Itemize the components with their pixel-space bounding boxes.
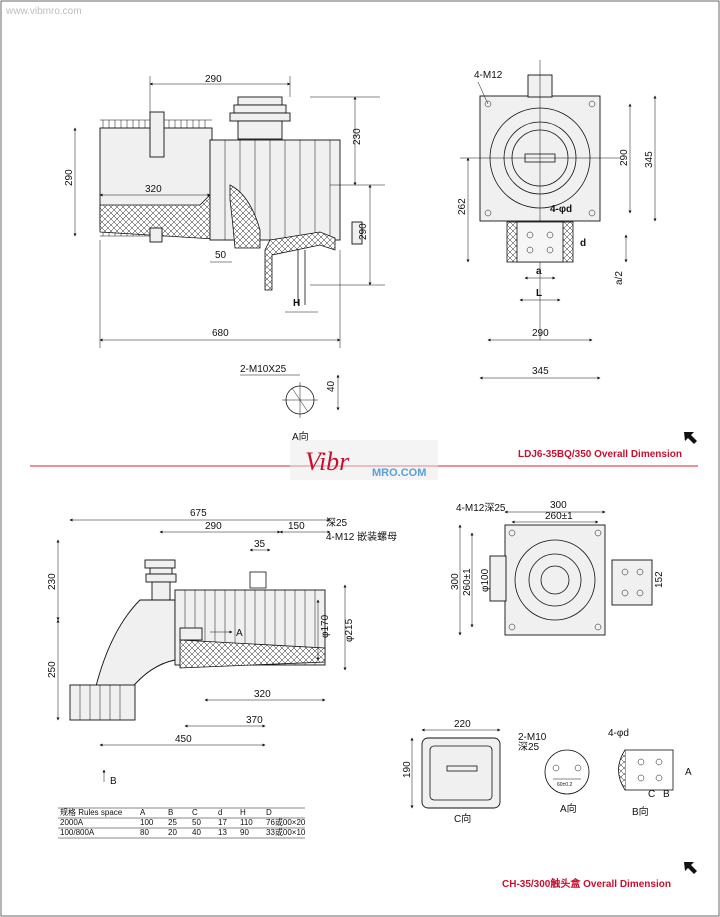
dim-150: 150 [288,521,305,532]
bend-300: 300 [550,500,567,511]
end-dim-262: 262 [457,198,468,215]
dim-H: H [293,298,300,309]
bend-300v: 300 [450,573,461,590]
table-cell: 80 [140,828,149,837]
table-header-cell: D [266,808,272,817]
table-cell: 76或00×20 [266,817,306,827]
bview-label: B向 [632,805,649,818]
top-side-view: 290 230 290 290 320 50 H 680 [64,74,385,348]
dim-320-bottom: 320 [254,689,271,700]
dim-phi215: φ215 [344,618,355,642]
detail-m10x25: 2-M10X25 [240,364,287,375]
dim-290-top: 290 [205,74,222,85]
watermark-url: www.vibmro.com [5,6,82,17]
table-cell: 100 [140,818,154,827]
table-header-cell: d [218,808,222,817]
bend-260: 260±1 [545,511,573,522]
dim-320: 320 [145,184,162,195]
end-a: a [536,266,542,277]
dim-230: 230 [352,128,363,145]
arrow-icon [684,432,697,444]
dim-B: B [110,776,117,787]
dim-m12-nut: 4-M12 嵌装螺母 [326,530,397,543]
dim-290-bottom: 290 [205,521,222,532]
bview-B: B [663,789,670,800]
table-cell: 13 [218,828,227,837]
top-detail-a: 2-M10X25 40 A向 [240,364,340,443]
bend-m12: 4-M12深25 [456,502,506,514]
table-cell: 90 [240,828,249,837]
dim-deep25: 深25 [326,517,348,529]
end-dim-290h: 290 [532,328,549,339]
end-m12: 4-M12 [474,70,503,81]
bend-152: 152 [654,571,665,588]
aview-m10: 2-M10 [518,732,547,743]
a-view: 2-M10 深25 60±0.2 A向 [518,732,590,815]
end-dim-290: 290 [619,149,630,166]
table-header-cell: A [140,808,146,817]
end-hole: 4-φd [550,204,572,215]
dim-phi170: φ170 [320,614,331,638]
b-view: 4-φd C B A B向 [608,728,692,818]
detail-view-a: A向 [292,430,309,443]
dim-675: 675 [190,508,207,519]
cview-label: C向 [454,812,471,825]
end-dim-345: 345 [644,151,655,168]
bview-C: C [648,789,655,800]
dim-290-left: 290 [64,169,75,186]
end-L: L [536,288,542,299]
bend-phi100: φ100 [480,568,491,592]
end-a2: a/2 [614,271,625,285]
dim-35: 35 [254,539,266,550]
table-cell: 100/800A [60,828,95,837]
arrow-icon-bottom [684,862,697,874]
svg-text:Vibr: Vibr [305,447,350,476]
aview-deep: 深25 [518,741,540,753]
bend-260v: 260±1 [462,568,473,596]
dim-370: 370 [246,715,263,726]
bview-hole: 4-φd [608,728,629,739]
dim-A: A [236,628,243,639]
table-header-cell: C [192,808,198,817]
table-cell: 25 [168,818,177,827]
svg-text:MRO.COM: MRO.COM [372,467,426,479]
table-cell: 2000A [60,818,84,827]
bview-A: A [685,767,692,778]
end-dim-345h: 345 [532,366,549,377]
dim-680: 680 [212,328,229,339]
table-cell: 50 [192,818,201,827]
title-bottom: CH-35/300触头盒 Overall Dimension [502,877,671,890]
vibmro-logo: Vibr MRO.COM [290,440,438,480]
table-cell: 17 [218,818,227,827]
dim-450: 450 [175,734,192,745]
dim-50: 50 [215,250,227,261]
cview-190: 190 [402,761,413,778]
aview-label: A向 [560,802,577,815]
table-header-cell: H [240,808,246,817]
detail-dim-40: 40 [326,380,337,392]
top-end-view: 4-M12 290 345 262 4-φd d a/2 a L 290 345 [457,60,657,380]
aview-inset: 60±0.2 [557,782,572,788]
bottom-side-view: 675 290 150 深25 4-M12 嵌装螺母 35 A 230 250 … [47,508,397,787]
dim-230-bottom: 230 [47,573,58,590]
table-header-cell: 规格 Rules space [60,807,123,817]
table-cell: 20 [168,828,177,837]
table-cell: 40 [192,828,201,837]
title-top: LDJ6-35BQ/350 Overall Dimension [518,449,682,460]
table-header-cell: B [168,808,173,817]
dim-290-right: 290 [358,223,369,240]
table-cell: 110 [240,818,253,827]
c-view: 220 190 C向 [402,719,501,825]
end-d: d [580,238,586,249]
bottom-end-view: 4-M12深25 300 260±1 300 260±1 φ100 152 [450,500,665,636]
table-cell: 33或00×10 [266,827,306,837]
cview-220: 220 [454,719,471,730]
dim-250: 250 [47,661,58,678]
